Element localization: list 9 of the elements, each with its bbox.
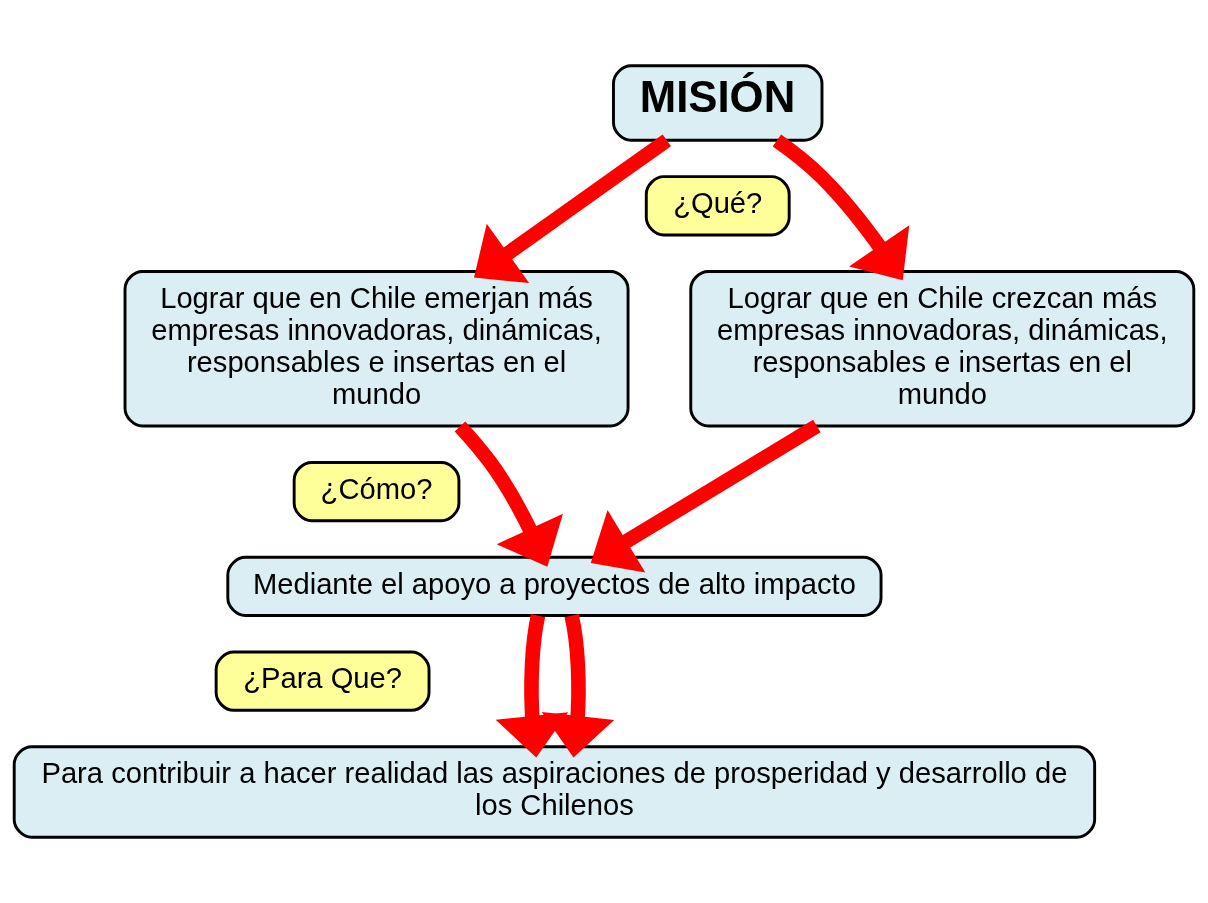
node-box: ¿Cómo? — [292, 461, 461, 523]
node-box: ¿Para Que? — [214, 650, 431, 712]
arrow — [590, 419, 821, 573]
node-box: MISIÓN — [612, 64, 824, 142]
node-box: Lograr que en Chile emerjan más empresas innovadoras, dinámicas, responsables e insertas en el mundo — [123, 269, 630, 428]
node-box: Mediante el apoyo a proyectos de alto impacto — [226, 555, 883, 617]
node-box: ¿Qué? — [644, 175, 791, 237]
node-box: Para contribuir a hacer realidad las aspiraciones de prosperidad y desarrollo de los Chilenos — [12, 745, 1097, 839]
node-box: Lograr que en Chile crezcan más empresas innovadoras, dinámicas, responsables e insertas en el mundo — [689, 269, 1196, 428]
